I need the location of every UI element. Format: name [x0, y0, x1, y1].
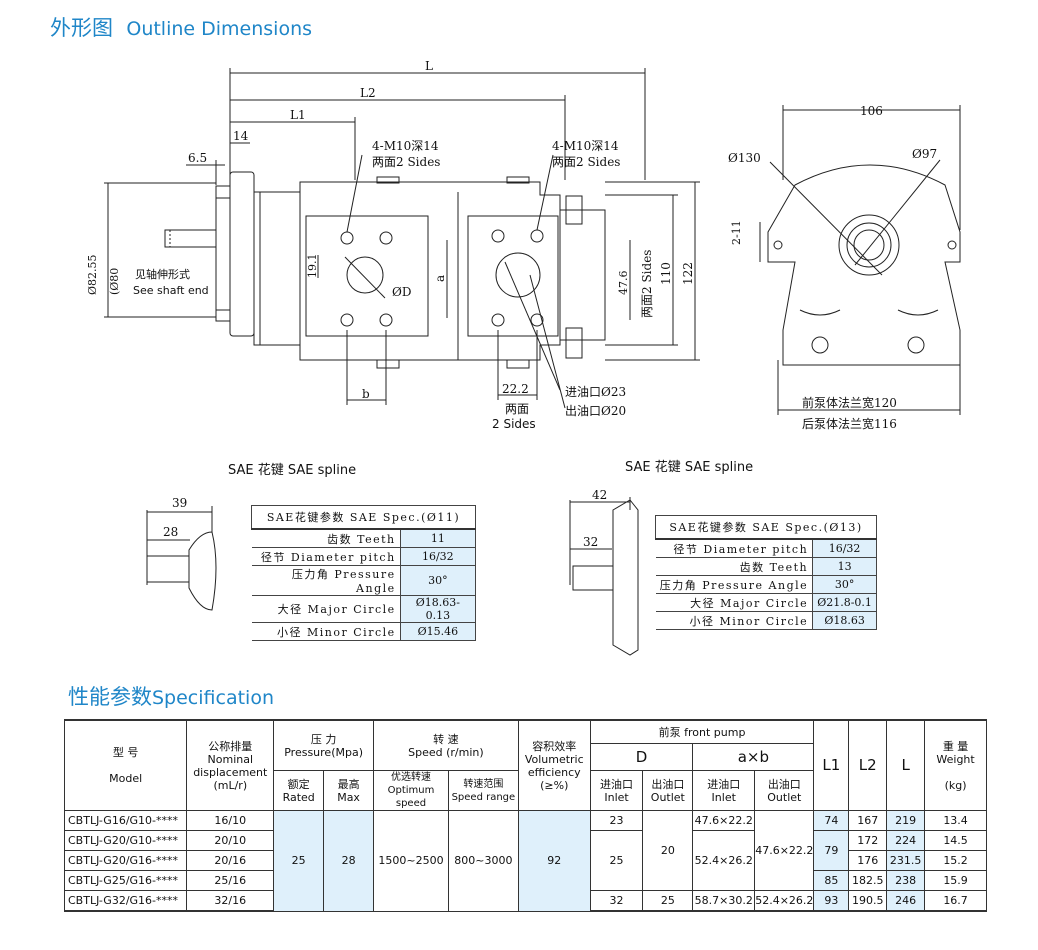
col-axb: a×b	[692, 743, 815, 771]
shaft-note-1: 见轴伸形式	[135, 267, 190, 281]
spline-drawings: 39 28 42 32	[146, 488, 639, 656]
dim-L: L	[425, 59, 433, 73]
max-value: 28	[323, 810, 375, 912]
dim-39: 39	[172, 496, 187, 510]
dim-130: Ø130	[728, 151, 761, 165]
merged-L1: 79	[813, 830, 850, 871]
dim-42: 42	[592, 488, 607, 502]
bolt-right-2: 两面2 Sides	[552, 155, 620, 169]
front-flange: 前泵体法兰宽120	[802, 395, 897, 410]
outline-title-cn: 外形图	[50, 16, 113, 40]
merged-ab-in: 52.4×26.2	[692, 830, 756, 891]
dim-b: b	[362, 387, 370, 401]
bolt-left-2: 两面2 Sides	[372, 155, 440, 169]
merged-ab-out: 47.6×22.2	[754, 810, 815, 891]
shaft-dia-1: Ø82.55	[86, 254, 99, 295]
table-row: CBTLJ-G32/G16-**** 32/16 32 25 58.7×30.2…	[63, 890, 987, 912]
dim-a: a	[433, 275, 447, 282]
dim-22-2: 22.2	[502, 382, 529, 396]
dim-28: 28	[163, 525, 178, 539]
merged-d-out: 20	[642, 810, 694, 891]
dim-2-11: 2-11	[730, 220, 743, 245]
optimum-value: 1500~2500	[373, 810, 449, 912]
spline-left-caption: SAE 花键 SAE spline	[228, 463, 357, 478]
inlet-port: 进油口Ø23	[565, 385, 626, 399]
dim-32: 32	[583, 535, 598, 549]
table-row: CBTLJ-G20/G10-**** 20/10 25 52.4×26.2 79…	[63, 830, 987, 891]
dim-D: ØD	[392, 285, 411, 299]
dim-97: Ø97	[912, 147, 937, 161]
col-L: L	[886, 719, 926, 811]
spec-title: 性能参数Specification	[68, 681, 274, 711]
spline-right-caption: SAE 花键 SAE spline	[625, 460, 754, 475]
outline-title: 外形图 Outline Dimensions	[50, 12, 312, 42]
dim-L2: L2	[360, 86, 376, 100]
dim-47-6: 47.6	[617, 271, 630, 296]
efficiency-value: 92	[517, 810, 591, 912]
spec-title-cn: 性能参数	[68, 685, 152, 709]
dim-6-5: 6.5	[188, 151, 207, 165]
shaft-dia-2: (Ø80	[108, 268, 121, 295]
spline-right-header: SAE花键参数 SAE Spec.(Ø13)	[655, 515, 877, 540]
outline-title-en: Outline Dimensions	[126, 18, 313, 40]
outlet-port: 出油口Ø20	[565, 404, 626, 418]
range-value: 800~3000	[447, 810, 519, 912]
col-front-pump: 前泵 front pump	[589, 719, 815, 744]
dim-106: 106	[860, 104, 883, 118]
dim-19-1: 19.1	[306, 254, 319, 279]
col-L1: L1	[813, 719, 850, 811]
table-row: CBTLJ-G16/G10-**** 16/10 25 28 1500~2500…	[63, 810, 987, 912]
dim-14: 14	[233, 129, 249, 143]
dim-110: 110	[659, 262, 673, 285]
two-sides-en: 2 Sides	[492, 417, 536, 431]
spec-title-en: Specification	[152, 687, 274, 709]
dim-L1: L1	[290, 108, 306, 122]
dim-122: 122	[681, 262, 695, 285]
spline-right-table: SAE花键参数 SAE Spec.(Ø13) 径节 Diameter pitch…	[655, 515, 877, 630]
table-row: CBTLJ-G25/G16-**** 25/16 85 182.5 238 15…	[63, 870, 987, 891]
merged-d-in: 25	[589, 830, 644, 891]
col-L2: L2	[848, 719, 888, 811]
side-two: 两面2 Sides	[640, 250, 654, 318]
bolt-right-1: 4-M10深14	[552, 139, 619, 153]
outline-drawing: L L2 L1 14 6.5 4-M10深14 两面2 Sides 4-M10深…	[86, 59, 961, 431]
two-sides-cn: 两面	[505, 402, 529, 416]
col-D: D	[589, 743, 694, 771]
rear-flange: 后泵体法兰宽116	[802, 416, 897, 431]
spline-left-header: SAE花键参数 SAE Spec.(Ø11)	[251, 505, 476, 530]
rated-value: 25	[273, 810, 325, 912]
shaft-note-2: See shaft end	[133, 284, 209, 297]
bolt-left-1: 4-M10深14	[372, 139, 439, 153]
